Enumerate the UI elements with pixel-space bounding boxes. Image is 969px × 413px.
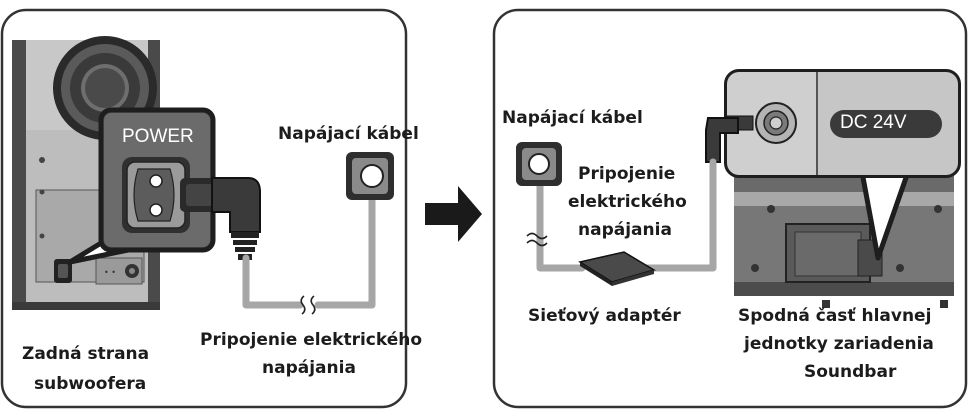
wall-outlet-right [516, 142, 562, 186]
adapter-label: Sieťový adaptér [528, 306, 681, 326]
bottom-label-line3: Soundbar [804, 362, 897, 382]
power-label: POWER [122, 126, 194, 147]
power-cable-left [242, 186, 376, 309]
svg-text:• •: • • [104, 268, 116, 277]
connection-label-right-line2: elektrického [568, 192, 687, 212]
bottom-label-line2: jednotky zariadenia [744, 334, 934, 354]
rear-label-line1: Zadná strana [22, 344, 150, 364]
power-zoom-box [98, 107, 216, 253]
cable-label-right: Napájací kábel [502, 108, 643, 128]
wall-outlet-left [346, 152, 394, 200]
dc-label: DC 24V [840, 112, 907, 133]
cable-break-mark-right [526, 232, 548, 247]
cable-label-left: Napájací kábel [278, 124, 419, 144]
power-cable-right [536, 158, 717, 272]
connection-label-right-line3: napájania [578, 220, 672, 240]
rear-label-line2: subwoofera [34, 374, 147, 394]
cable-break-mark-left [300, 295, 316, 315]
connection-label-left-line1: Pripojenie elektrického [200, 330, 423, 350]
soundbar-bottom [734, 174, 954, 308]
power-adapter [578, 251, 656, 286]
dc-plug [705, 117, 739, 163]
connection-label-left-line2: napájania [262, 358, 356, 378]
bottom-label-line1: Spodná časť hlavnej [738, 306, 932, 326]
connection-label-right-line1: Pripojenie [578, 164, 676, 184]
next-step-arrow [425, 186, 482, 242]
